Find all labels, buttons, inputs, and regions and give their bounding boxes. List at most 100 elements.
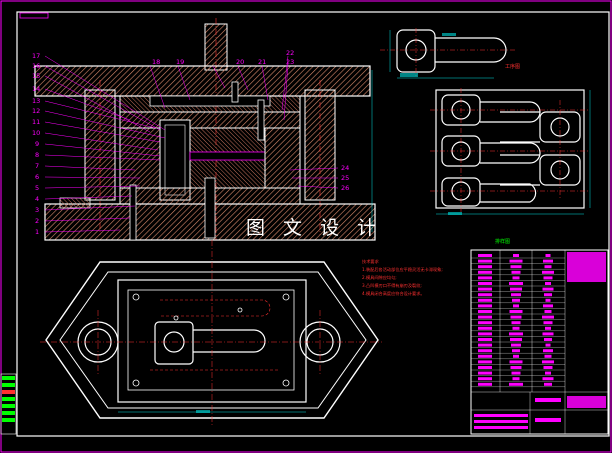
bom-cell-fill (509, 282, 523, 285)
left-margin-strip (0, 373, 17, 435)
bom-cell-fill (512, 326, 520, 330)
bom-cell-fill (478, 315, 492, 319)
bom-cell-fill (545, 282, 551, 285)
bom-cell-fill (545, 371, 551, 375)
notes-line: 3.凸凹模刃口不得有崩刃及裂纹; (362, 283, 422, 288)
bom-cell-fill (478, 310, 492, 313)
notes-title: 技术要求 (362, 259, 379, 264)
part-number-14: 14 (32, 85, 40, 93)
bom-cell-fill (509, 259, 523, 263)
bom-cell-fill (478, 349, 492, 353)
bom-cell-fill (542, 332, 554, 336)
bom-cell-fill (478, 366, 492, 369)
bom-cell-fill (512, 276, 520, 280)
bom-cell-fill (542, 360, 554, 364)
bom-cell-fill (543, 304, 553, 308)
bom-cell-fill (542, 287, 554, 291)
bom-cell-fill (544, 354, 552, 358)
part-number-18: 18 (152, 58, 160, 66)
bom-cell-fill (478, 254, 492, 257)
bom-cell-fill (545, 298, 551, 302)
bom-cell-fill (510, 287, 522, 291)
assembly-section-view: 17 16 15 14 13 12 11 10 9 8 7 6 5 4 3 2 … (32, 18, 376, 241)
bom-cell-fill (543, 366, 553, 369)
part-number-1: 1 (35, 228, 39, 236)
part-number-13: 13 (32, 97, 40, 105)
bom-cell-fill (478, 276, 492, 280)
bom-cell-fill (478, 270, 492, 274)
bom-cell-fill (509, 310, 523, 313)
bom-cell-fill (542, 377, 554, 381)
part-number-23: 23 (286, 58, 294, 66)
part-number-3: 3 (35, 206, 39, 214)
bom-cell-fill (512, 349, 520, 353)
bom-cell-fill (478, 343, 492, 347)
bom-cell-fill (513, 304, 519, 308)
bom-cell-fill (543, 259, 553, 263)
notes-line: 2.模具间隙应均匀; (362, 275, 397, 280)
part-number-12: 12 (32, 107, 40, 115)
bom-cell-fill (511, 371, 521, 375)
bom-cell-fill (478, 265, 492, 269)
bom-cell-fill (510, 315, 522, 319)
technical-notes: 技术要求 1.装配后各活动部位应平稳灵活无卡滞现象; 2.模具间隙应均匀; 3.… (362, 258, 470, 298)
bom-cell-fill (545, 326, 551, 330)
bom-cell-fill (509, 382, 523, 386)
bom-cell-fill (511, 321, 521, 325)
bom-cell-fill (478, 360, 492, 364)
part-number-6: 6 (35, 173, 39, 181)
part-number-19: 19 (176, 58, 184, 66)
bom-cell-fill (513, 354, 519, 358)
part-number-2: 2 (35, 217, 39, 225)
process-part-view (380, 28, 515, 79)
bom-cell-fill (543, 321, 553, 325)
bom-cell-fill (542, 270, 554, 274)
bom-cell-fill (478, 382, 492, 386)
plan-view (40, 240, 382, 425)
bom-cell-fill (512, 377, 520, 381)
bom-cell-fill (542, 315, 554, 319)
bom-cell-fill (478, 354, 492, 358)
part-number-5: 5 (35, 184, 39, 192)
process-view-label: 工序图 (505, 63, 520, 70)
bom-cell-fill (478, 287, 492, 291)
bom-cell-fill (544, 338, 552, 341)
bom-cell-fill (544, 382, 552, 386)
bom-cell-fill (512, 298, 520, 302)
bom-cell-fill (543, 276, 553, 280)
part-number-8: 8 (35, 151, 39, 159)
bom-cell-fill (478, 298, 492, 302)
bom-cell-fill (478, 259, 492, 263)
bom-cell-fill (511, 343, 521, 347)
bom-cell-fill (478, 377, 492, 381)
bom-cell-fill (513, 254, 519, 257)
watermark-text: 图 文 设 计 (246, 217, 383, 239)
bom-cell-fill (544, 310, 552, 313)
part-number-4: 4 (35, 195, 39, 203)
part-number-17: 17 (32, 52, 40, 60)
part-number-16: 16 (32, 62, 40, 70)
bom-cell-fill (478, 332, 492, 336)
part-number-26: 26 (341, 184, 349, 192)
part-number-11: 11 (32, 118, 40, 126)
bom-cell-fill (478, 371, 492, 375)
bom-cell-fill (478, 338, 492, 341)
strip-layout-view (430, 88, 591, 215)
notes-line: 1.装配后各活动部位应平稳灵活无卡滞现象; (362, 267, 443, 272)
bom-cell-fill (478, 326, 492, 330)
bom-cell-fill (544, 293, 552, 297)
part-number-22: 22 (286, 49, 294, 57)
bom-cell-fill (545, 343, 551, 347)
notes-line: 4.模具闭合高度应符合设计要求。 (362, 291, 425, 296)
bom-cell-fill (478, 293, 492, 297)
bom-cell-fill (544, 265, 552, 269)
bom-cell-fill (511, 293, 521, 297)
bom-cell-fill (509, 332, 523, 336)
part-number-21: 21 (258, 58, 266, 66)
bom-cell-fill (510, 366, 522, 369)
bom-cell-fill (478, 282, 492, 285)
bom-cell-fill (478, 304, 492, 308)
part-number-9: 9 (35, 140, 39, 148)
